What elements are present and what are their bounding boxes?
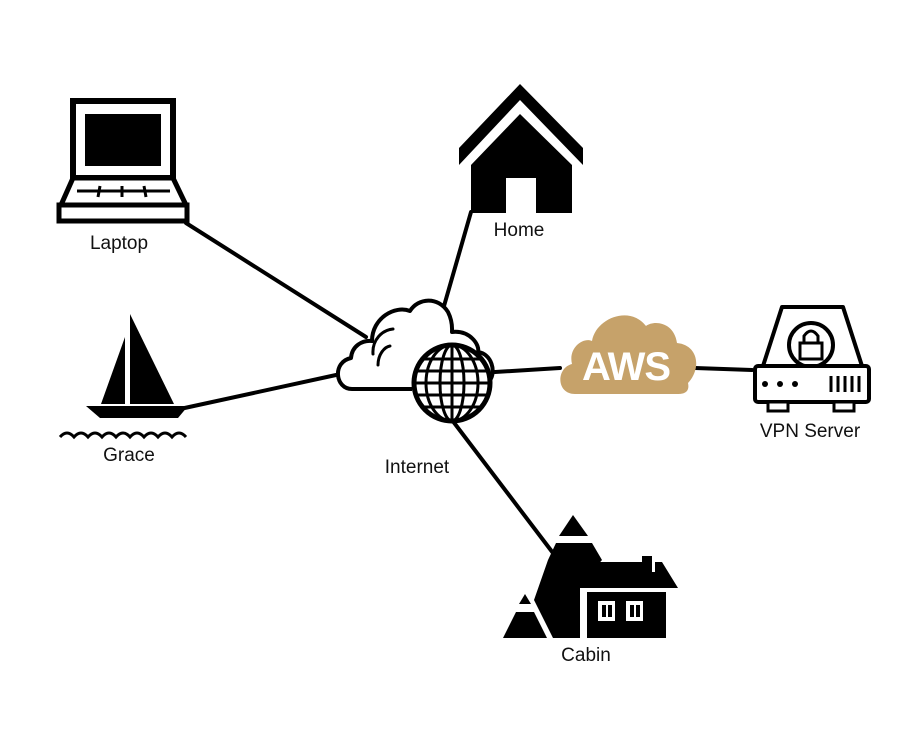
internet-label: Internet: [384, 457, 450, 478]
house-icon[interactable]: [459, 84, 583, 213]
edge-grace-internet: [178, 373, 338, 411]
laptop-label: Laptop: [89, 233, 149, 254]
edge-home-internet: [440, 210, 473, 315]
edge-aws-vpn: [693, 366, 754, 372]
cabin-label: Cabin: [561, 645, 611, 666]
home-label: Home: [493, 220, 545, 241]
mountain-cabin-icon[interactable]: [503, 515, 678, 638]
vpn-server-label: VPN Server: [759, 421, 861, 442]
edge-internet-cabin: [450, 418, 555, 555]
server-lock-icon[interactable]: [753, 305, 871, 413]
globe-icon: [411, 342, 493, 424]
edges: [178, 210, 754, 555]
laptop-icon[interactable]: [56, 98, 190, 224]
grace-label: Grace: [103, 445, 155, 466]
sailboat-icon[interactable]: [58, 314, 188, 440]
aws-cloud-icon[interactable]: AWS: [560, 315, 697, 394]
aws-label: AWS: [582, 345, 670, 389]
edge-laptop-internet: [184, 221, 368, 339]
edge-internet-aws: [493, 366, 562, 374]
cloud-globe-icon[interactable]: [336, 298, 495, 424]
